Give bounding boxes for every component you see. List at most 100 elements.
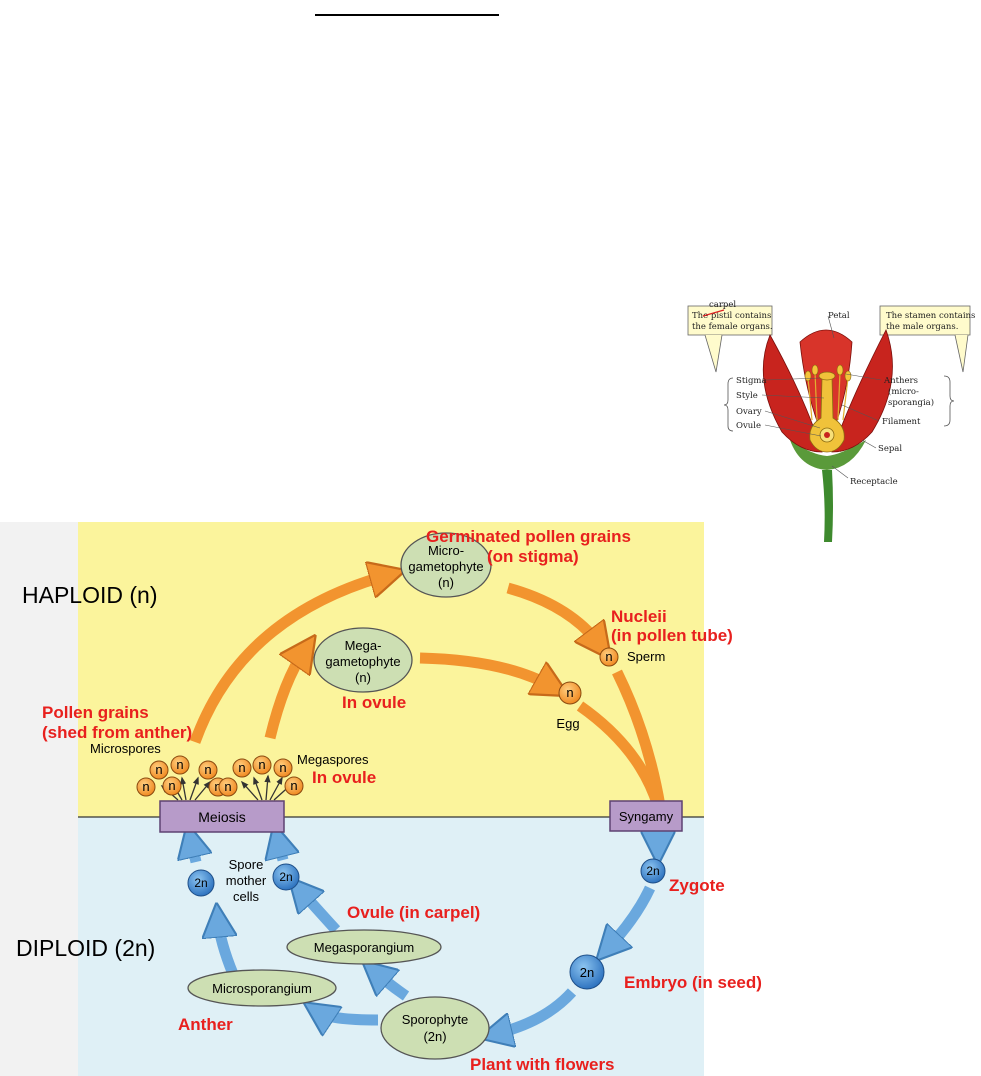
pistil-callout-text-1: The pistil contains — [692, 311, 771, 321]
anther-label: Anther — [178, 1015, 233, 1034]
microgametophyte-label-2: gametophyte — [408, 559, 483, 574]
microspore — [162, 776, 182, 796]
spore-mother-cell-left — [187, 869, 215, 897]
sperm-nucleus — [599, 647, 619, 667]
receptacle-shape — [790, 440, 866, 470]
ploidy-label: 2n — [646, 864, 659, 878]
in-ovule-mega-label: In ovule — [342, 693, 406, 712]
ploidy-label: n — [214, 779, 221, 794]
stamen-callout-pointer — [954, 334, 969, 373]
megagametophyte-label-2: gametophyte — [325, 654, 400, 669]
arrow-sporophyte-to-megasporangium — [375, 972, 410, 1001]
meiosis-label: Meiosis — [198, 809, 245, 825]
germinated-label-2: (on stigma) — [487, 547, 579, 566]
megaspore — [284, 776, 304, 796]
arrow-microsporangium-to-2n — [218, 920, 239, 977]
arrow-to-sperm — [506, 582, 600, 645]
megaspore — [218, 777, 238, 797]
ploidy-label: 2n — [580, 965, 594, 980]
left-margin-strip — [0, 522, 78, 1076]
microspores-label: Microspores — [90, 741, 161, 756]
haploid-label: HAPLOID (n) — [22, 582, 157, 608]
megagametophyte-label-1: Mega- — [345, 638, 382, 653]
pistil — [809, 377, 845, 453]
microspore — [136, 777, 156, 797]
ploidy-label: n — [566, 685, 573, 700]
pistil-callout-pointer — [704, 334, 723, 373]
plant-label: Plant with flowers — [470, 1055, 615, 1074]
ploidy-label: n — [290, 778, 297, 793]
pistil-callout-text-2: the female organs. — [692, 322, 773, 332]
diploid-arrows — [191, 831, 658, 1034]
filament-label: Filament — [882, 417, 921, 427]
arrow-2n-to-meiosis-right — [278, 840, 283, 860]
spore-mother-cell-right — [272, 863, 300, 891]
ovule-core — [824, 432, 830, 438]
ovule-in-carpel-label: Ovule (in carpel) — [347, 903, 480, 922]
arrow-to-microgametophyte — [189, 575, 388, 744]
anthers-label-1: Anthers — [883, 376, 918, 386]
pistil-callout — [687, 305, 773, 336]
style-label: Style — [736, 391, 758, 401]
nucleii-label-2: (in pollen tube) — [611, 626, 733, 645]
megagametophyte-oval — [313, 627, 413, 693]
spore-mother-label-1: Spore — [229, 857, 264, 872]
megaspores-label: Megaspores — [297, 752, 369, 767]
zygote-node — [640, 858, 666, 884]
ploidy-label: n — [204, 762, 211, 777]
egg-cell — [558, 681, 582, 705]
megaspore — [252, 755, 272, 775]
ploidy-label: n — [224, 779, 231, 794]
stamen-callout-text-2: the male organs. — [886, 322, 958, 332]
megaspore — [273, 758, 293, 778]
sporophyte-oval — [380, 996, 490, 1060]
stamen-callout — [879, 305, 971, 336]
strike-mark — [702, 309, 725, 317]
stamen-callout-text-1: The stamen contains — [886, 311, 975, 321]
megaspores-cluster: n n n n n — [218, 755, 304, 797]
ploidy-label: n — [155, 762, 162, 777]
syngamy-box — [609, 800, 683, 832]
arrow-2n-to-meiosis-left — [191, 840, 196, 864]
ploidy-label: n — [258, 757, 265, 772]
ploidy-label: n — [168, 778, 175, 793]
petal-left — [762, 334, 823, 453]
megasporangium-oval — [286, 929, 442, 965]
top-rule — [315, 14, 499, 16]
microsporangium-label: Microsporangium — [212, 981, 312, 996]
syngamy-label: Syngamy — [619, 809, 674, 824]
megaspore — [232, 758, 252, 778]
microgametophyte-label-1: Micro- — [428, 543, 464, 558]
microgametophyte-oval — [400, 532, 492, 598]
receptacle-label: Receptacle — [850, 477, 898, 487]
egg-label: Egg — [556, 716, 579, 731]
stigma-label: Stigma — [736, 376, 767, 386]
pistil-bracket — [723, 377, 734, 432]
arrow-sporophyte-to-microsporangium — [318, 1012, 379, 1020]
carpel-correction: carpel — [709, 300, 736, 310]
meiosis-box — [159, 800, 285, 833]
arrow-embryo-to-sporophyte — [495, 988, 577, 1034]
germinated-label-1: Germinated pollen grains — [426, 527, 631, 546]
ploidy-label: 2n — [279, 870, 292, 884]
microspore — [149, 760, 169, 780]
flower-illustration: The pistil contains the female organs. c… — [687, 300, 975, 542]
ploidy-label: n — [605, 649, 612, 664]
microsporangium-oval — [187, 969, 337, 1007]
in-ovule-spores-label: In ovule — [312, 768, 376, 787]
nucleii-label-1: Nucleii — [611, 607, 667, 626]
megagametophyte-label-3: (n) — [355, 670, 371, 685]
anthers-label-3: sporangia) — [888, 397, 934, 408]
petal-label: Petal — [828, 311, 850, 321]
anthers-label-2: (micro- — [888, 386, 919, 397]
petal-right — [831, 328, 893, 453]
stigma-shape — [818, 371, 836, 381]
spore-mother-label-2: mother — [226, 873, 267, 888]
stem — [822, 470, 833, 542]
sepal-label: Sepal — [878, 444, 902, 454]
ploidy-label: n — [142, 779, 149, 794]
ploidy-label: n — [279, 760, 286, 775]
sperm-label: Sperm — [627, 649, 665, 664]
ovule-label: Ovule — [736, 421, 761, 431]
